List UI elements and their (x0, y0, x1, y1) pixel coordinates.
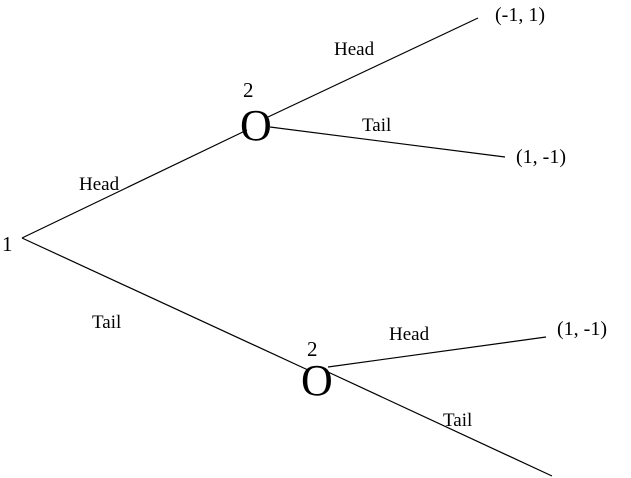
upper-edge-label: Head (79, 174, 120, 195)
upper-head-payoff: (-1, 1) (495, 4, 545, 26)
upper-tail-payoff: (1, -1) (516, 146, 566, 168)
lower-edge-label: Tail (92, 312, 121, 333)
edge-root-to-lower (21, 237, 309, 371)
upper-tail-label: Tail (362, 115, 391, 136)
lower-player-label: 2 (307, 337, 318, 361)
lower-node-marker: O (301, 356, 333, 405)
upper-head-label: Head (334, 39, 375, 60)
edge-root-to-upper (21, 129, 248, 239)
edge-upper-head (267, 17, 479, 118)
edge-lower-tail (327, 371, 553, 477)
upper-node-marker: O (240, 101, 272, 150)
upper-player-label: 2 (243, 78, 254, 102)
root-player-label: 1 (2, 232, 13, 256)
edge-lower-head (327, 336, 547, 368)
edge-upper-tail (269, 126, 506, 158)
lower-tail-label: Tail (443, 410, 472, 431)
lower-head-payoff: (1, -1) (557, 318, 607, 340)
lower-head-label: Head (389, 324, 430, 345)
